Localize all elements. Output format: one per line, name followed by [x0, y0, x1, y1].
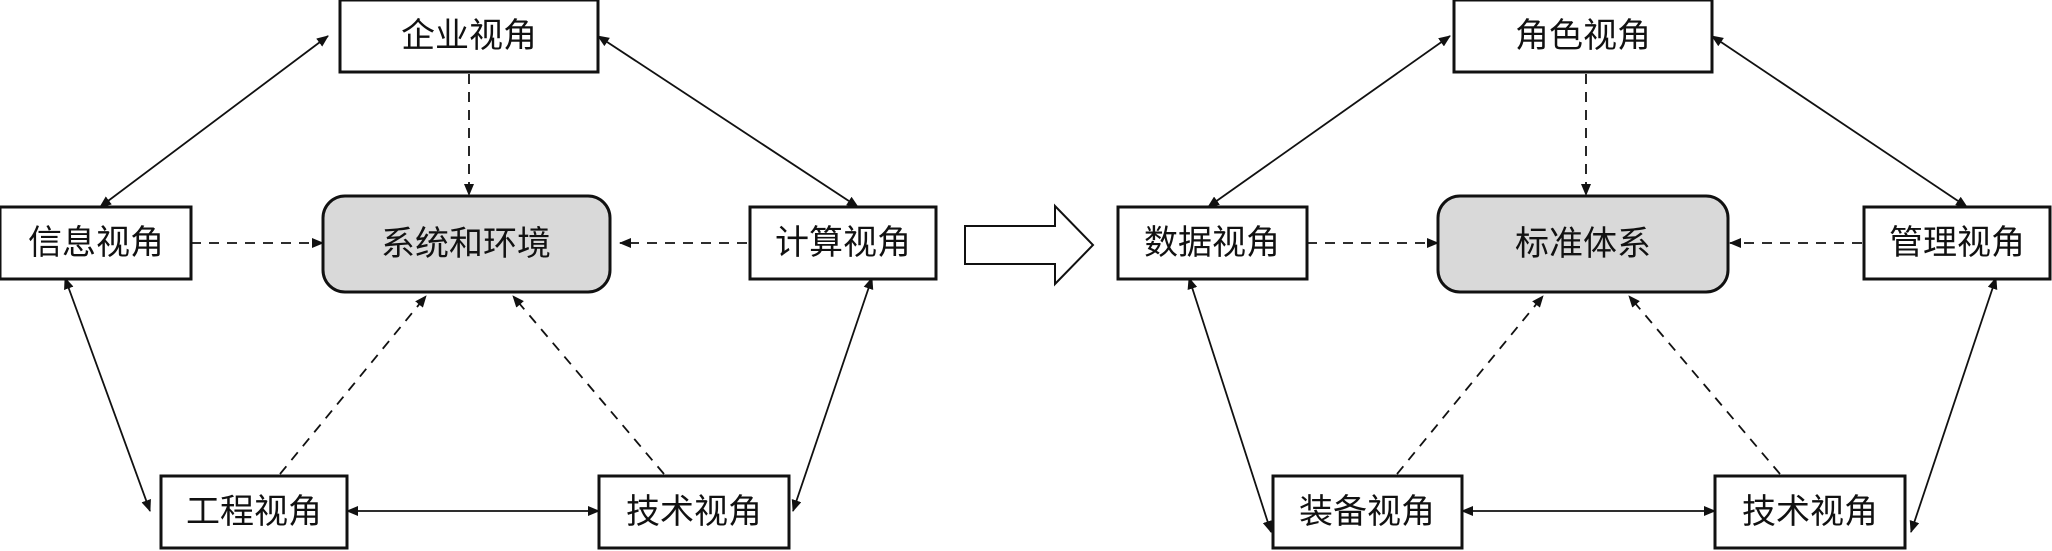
dashed-bottomleft-to-center	[279, 295, 427, 475]
node-label: 角色视角	[1515, 16, 1651, 56]
node-technology-view-right: 技术视角	[1713, 474, 1907, 550]
edge-left-bottom	[64, 277, 151, 512]
node-equipment-view: 装备视角	[1271, 474, 1464, 550]
dashed-bottomright-to-center	[512, 295, 665, 475]
left-diagram: 企业视角 信息视角 计算视角 系统和环境 工程视角 技术视角	[0, 0, 938, 550]
node-label: 管理视角	[1889, 223, 2025, 263]
node-management-view: 管理视角	[1862, 205, 2052, 281]
node-label: 技术视角	[1742, 492, 1878, 532]
node-label: 技术视角	[626, 492, 762, 532]
node-label: 工程视角	[186, 492, 322, 532]
edge-top-right	[1711, 35, 1968, 208]
node-enterprise-view: 企业视角	[338, 0, 600, 74]
node-label: 系统和环境	[381, 224, 551, 264]
edge-right-bottom	[1909, 277, 1998, 533]
node-label: 标准体系	[1515, 224, 1651, 264]
dashed-bottomright-to-center	[1628, 295, 1781, 475]
transform-arrow-icon	[964, 203, 1095, 287]
node-label: 数据视角	[1144, 223, 1280, 263]
edge-left-bottom	[1187, 277, 1273, 533]
node-role-view: 角色视角	[1452, 0, 1714, 74]
edge-right-bottom	[791, 277, 874, 512]
node-label: 企业视角	[401, 16, 537, 56]
edge-top-right	[597, 35, 859, 208]
node-label: 计算视角	[775, 223, 911, 263]
node-label: 装备视角	[1299, 492, 1435, 532]
node-engineering-view: 工程视角	[159, 474, 349, 550]
node-data-view: 数据视角	[1116, 205, 1309, 281]
edge-top-left	[99, 35, 329, 208]
node-system-environment: 系统和环境	[321, 194, 612, 294]
node-standard-system: 标准体系	[1436, 194, 1730, 294]
node-technology-view: 技术视角	[597, 474, 791, 550]
dashed-bottomleft-to-center	[1396, 295, 1544, 475]
node-label: 信息视角	[28, 223, 164, 263]
right-diagram: 角色视角 数据视角 管理视角 标准体系 装备视角 技术视角	[1116, 0, 2052, 550]
node-information-view: 信息视角	[0, 205, 193, 281]
edge-top-left	[1207, 35, 1451, 208]
node-computation-view: 计算视角	[748, 205, 938, 281]
